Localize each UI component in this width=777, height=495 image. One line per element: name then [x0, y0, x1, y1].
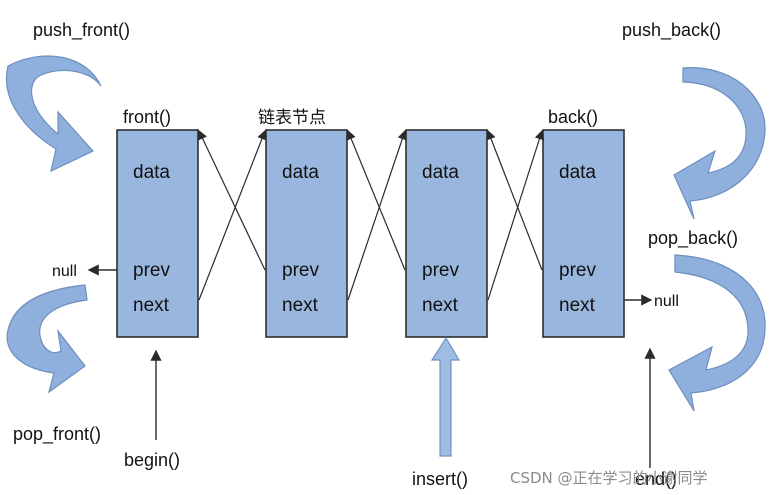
end-label: end() — [635, 469, 677, 489]
insert-label: insert() — [412, 469, 468, 489]
list-node-4 — [542, 129, 625, 338]
pop-back-label: pop_back() — [648, 228, 738, 249]
node-caption: 链表节点 — [258, 108, 326, 128]
node-2-next-label: next — [282, 295, 319, 316]
node-1-prev-label: prev — [133, 260, 170, 281]
back-label: back() — [548, 107, 598, 127]
node-3-prev-label: prev — [422, 260, 459, 281]
push-front-curve-arrow-icon — [6, 55, 102, 173]
list-node-1 — [116, 129, 199, 338]
node-1-next-label: next — [133, 295, 170, 316]
node-1-data-label: data — [133, 162, 170, 183]
push-back-label: push_back() — [622, 20, 721, 41]
pop-front-label: pop_front() — [13, 424, 101, 445]
node-4-prev-link — [486, 129, 543, 271]
list-node-2 — [265, 129, 348, 338]
list-node-3 — [405, 129, 488, 338]
node-2-prev-link — [198, 129, 266, 271]
node-3-next-label: next — [422, 295, 459, 316]
pop-front-curve-arrow-icon — [6, 284, 88, 394]
node-4-data-label: data — [559, 162, 596, 183]
node-3-data-label: data — [422, 162, 459, 183]
pop-back-curve-arrow-icon — [668, 254, 766, 412]
node-1-next-link — [198, 129, 267, 301]
node-3-next-link — [487, 129, 545, 301]
node-2-data-label: data — [282, 162, 319, 183]
insert-arrow-icon — [430, 336, 461, 457]
node-2-prev-label: prev — [282, 260, 319, 281]
push-front-label: push_front() — [33, 20, 130, 41]
front-label: front() — [123, 107, 171, 127]
node-2-next-link — [347, 129, 407, 301]
push-back-curve-arrow-icon — [673, 67, 766, 220]
begin-label: begin() — [124, 450, 180, 470]
null-left-label: null — [52, 263, 77, 280]
null-right-label: null — [654, 293, 679, 310]
node-4-next-label: next — [559, 295, 596, 316]
watermark: CSDN @正在学习的小谢同学 — [510, 469, 708, 487]
node-3-prev-link — [346, 129, 406, 271]
node-4-prev-label: prev — [559, 260, 596, 281]
